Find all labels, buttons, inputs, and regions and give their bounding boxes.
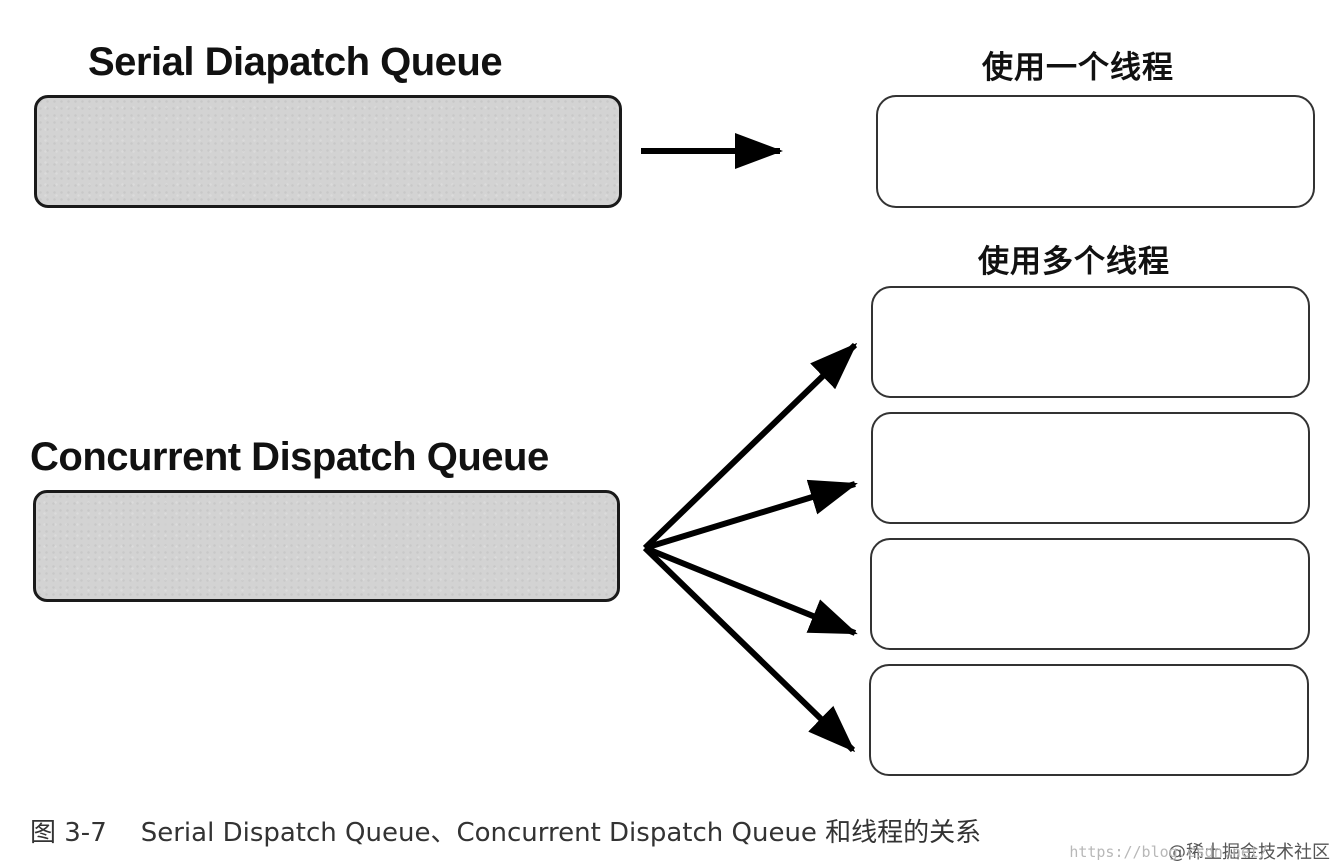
concurrent-to-thread-1-arrow xyxy=(642,342,858,551)
watermark-url: https://blog.csdn.net/ xyxy=(1069,843,1268,861)
multi-thread-box-2 xyxy=(871,412,1310,524)
watermark: https://blog.csdn.net/@稀土掘金技术社区 xyxy=(1069,838,1330,864)
watermark-text: @稀土掘金技术社区 xyxy=(1168,842,1330,863)
serial-queue-title: Serial Diapatch Queue xyxy=(88,40,503,84)
single-thread-box xyxy=(876,95,1315,208)
figure-caption-text: Serial Dispatch Queue、Concurrent Dispatc… xyxy=(140,818,982,848)
figure-number: 图 3-7 xyxy=(30,818,107,848)
multi-thread-box-4 xyxy=(869,664,1309,776)
serial-queue-box xyxy=(34,95,622,208)
multi-thread-box-1 xyxy=(871,286,1310,398)
concurrent-queue-box xyxy=(33,490,620,602)
multi-thread-box-3 xyxy=(870,538,1310,650)
multi-thread-title: 使用多个线程 xyxy=(978,244,1170,280)
concurrent-queue-title: Concurrent Dispatch Queue xyxy=(30,435,549,479)
concurrent-to-thread-3-arrow xyxy=(643,545,858,636)
concurrent-to-thread-2-arrow xyxy=(644,479,858,551)
single-thread-title: 使用一个线程 xyxy=(982,50,1174,86)
figure-caption: 图 3-7 Serial Dispatch Queue、Concurrent Di… xyxy=(30,812,981,849)
concurrent-to-thread-4-arrow xyxy=(642,545,856,753)
